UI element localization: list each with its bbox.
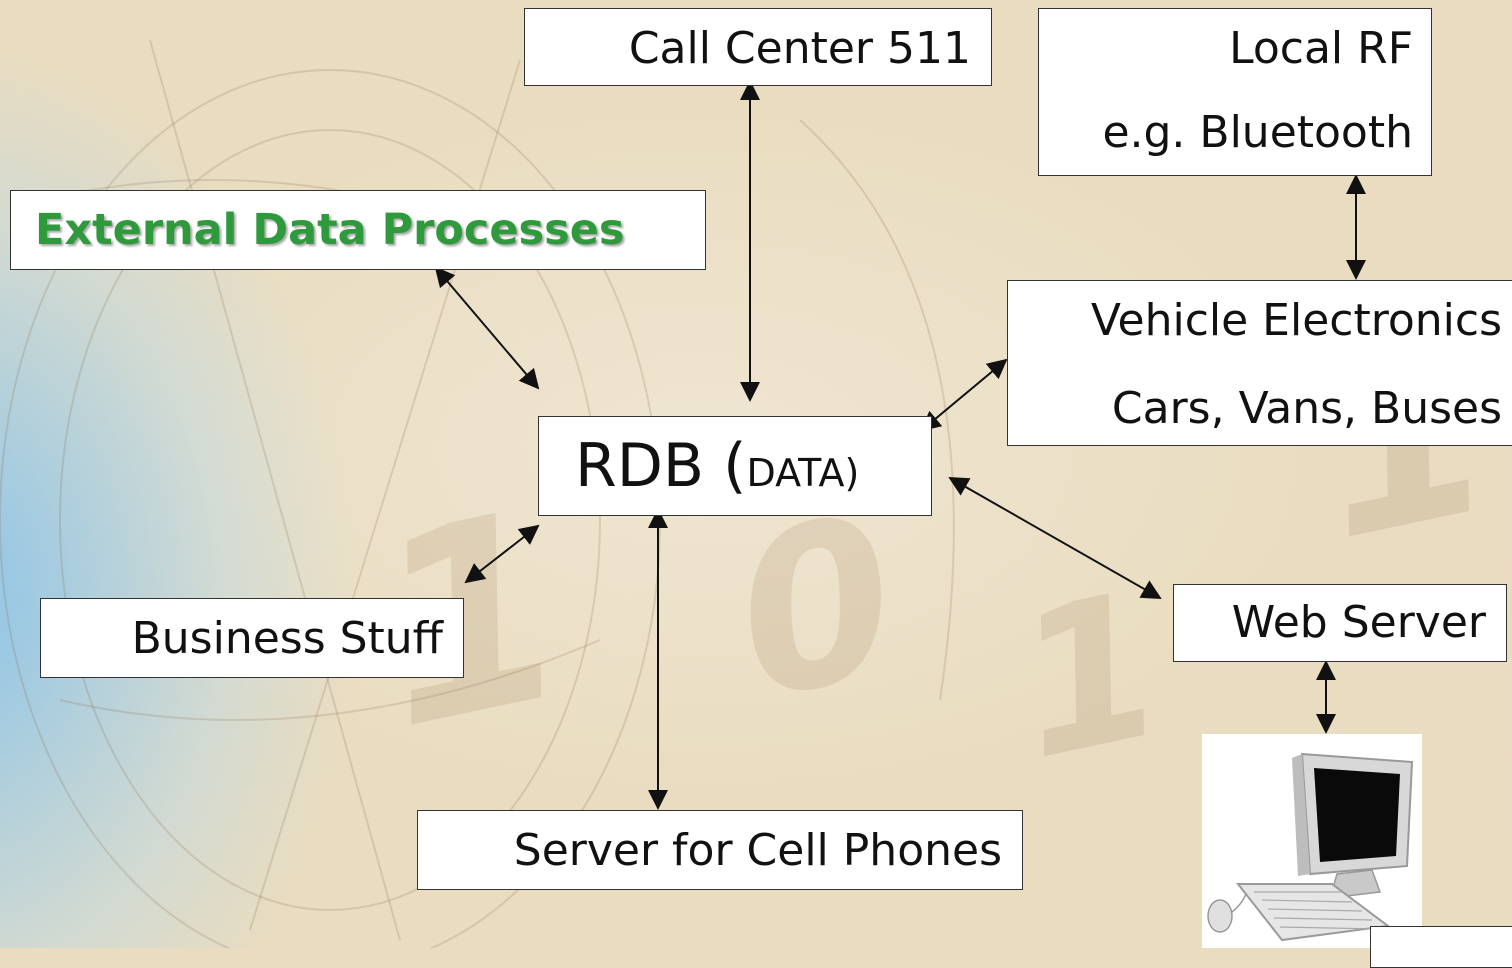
business-stuff-label: Business Stuff: [131, 613, 443, 664]
vehicle-electronics-box: Vehicle Electronics Cars, Vans, Buses: [1007, 280, 1512, 446]
desktop-computer-image: [1202, 734, 1422, 948]
cell-server-label: Server for Cell Phones: [513, 825, 1002, 876]
vehicle-types-label: Cars, Vans, Buses: [1111, 383, 1502, 434]
external-data-box: External Data Processes: [10, 190, 706, 270]
call-center-label: Call Center 511: [628, 23, 971, 74]
arrow-rdb-webserver: [948, 477, 1162, 599]
rdb-label: RDB (DATA): [575, 431, 859, 501]
local-rf-label: Local RF: [1229, 23, 1413, 74]
rdb-data-text: DATA): [746, 451, 860, 495]
connector-lines: [434, 80, 1366, 810]
rdb-main-text: RDB (: [575, 431, 747, 501]
cell-server-box: Server for Cell Phones: [417, 810, 1023, 890]
arrow-rdb-business: [464, 524, 540, 584]
business-stuff-box: Business Stuff: [40, 598, 464, 678]
partial-box: [1370, 926, 1512, 968]
rdb-box: RDB (DATA): [538, 416, 932, 516]
web-server-label: Web Server: [1231, 597, 1486, 648]
arrow-vehicle-rdb: [920, 358, 1008, 432]
web-server-box: Web Server: [1173, 584, 1507, 662]
computer-icon: [1207, 752, 1414, 942]
vehicle-electronics-label: Vehicle Electronics: [1090, 295, 1502, 346]
local-rf-example: e.g. Bluetooth: [1102, 107, 1413, 158]
arrow-external-rdb: [434, 266, 540, 390]
call-center-box: Call Center 511: [524, 8, 992, 86]
local-rf-box: Local RF e.g. Bluetooth: [1038, 8, 1432, 176]
external-data-label: External Data Processes: [35, 205, 625, 255]
